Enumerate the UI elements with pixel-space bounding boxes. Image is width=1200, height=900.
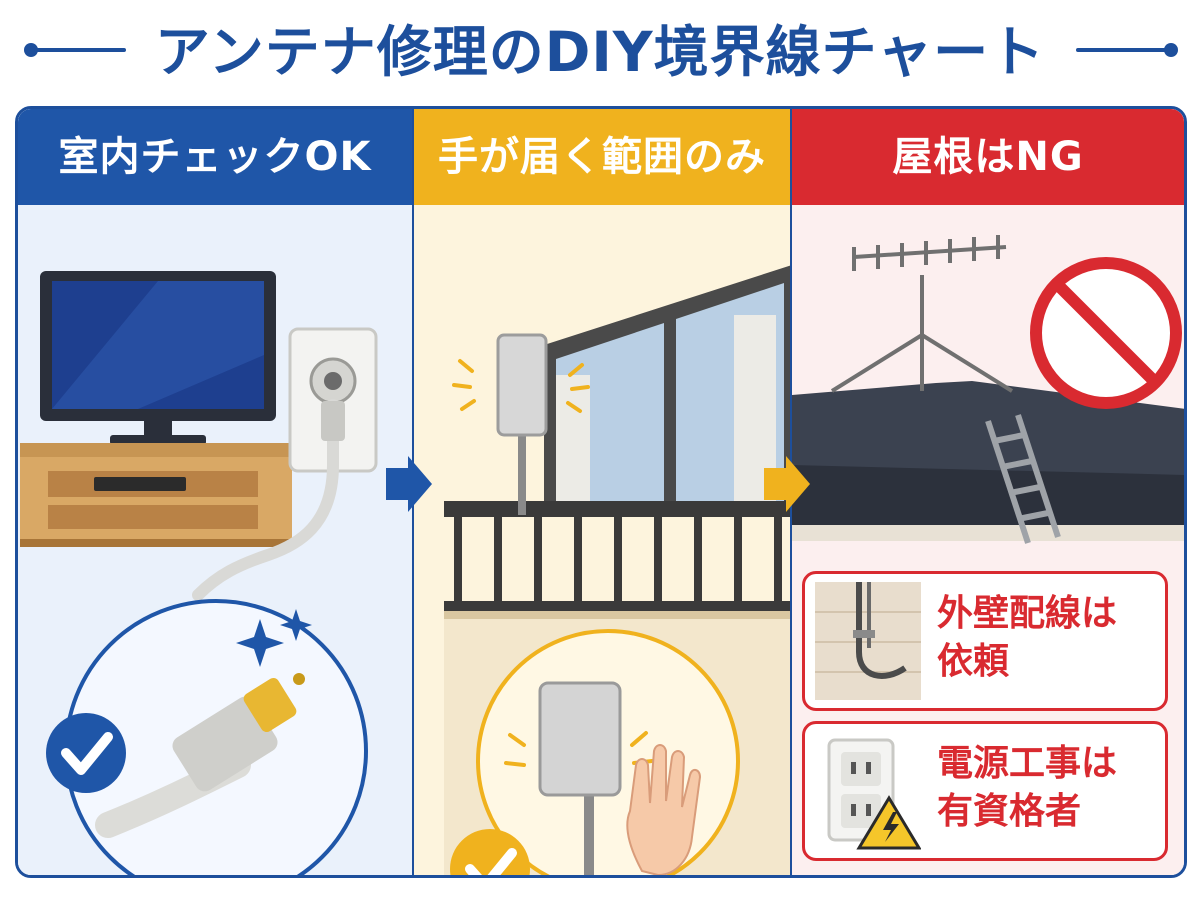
cable-connector-zoom [64,599,368,875]
flow-arrow-icon-1 [386,456,432,512]
chart-title: アンテナ修理のDIY境界線チャート [154,20,1046,84]
panel-indoor-check: 室内チェックOK [18,109,412,875]
indoor-illustration [20,271,378,875]
panel-reachable-heading: 手が届く範囲のみ [414,109,790,205]
tv-icon [40,271,276,445]
ng-item-wall-wiring-line-2: 依頼 [937,641,1010,682]
title-bar: アンテナ修理のDIY境界線チャート [0,0,1200,104]
ng-item-power-work: 電源工事は 有資格者 [802,721,1168,861]
title-decoration-dot-right [1164,43,1178,57]
ng-item-power-work-line-1: 電源工事は [937,743,1118,784]
ng-item-wall-wiring: 外壁配線は 依頼 [802,571,1168,711]
title-decoration-line-right [1076,48,1168,52]
ng-item-wall-wiring-text: 外壁配線は 依頼 [937,590,1163,686]
flat-antenna-icon [452,333,590,515]
power-outlet-warning-icon [827,738,921,850]
ng-item-wall-wiring-line-1: 外壁配線は [937,593,1118,634]
prohibited-icon [1030,257,1182,409]
yagi-antenna-icon [830,235,1014,393]
balcony-illustration [444,265,790,875]
panel-indoor-heading: 室内チェックOK [18,109,412,205]
balcony-railing-icon [444,501,790,611]
wall-wiring-icon [815,582,921,700]
ng-item-power-work-text: 電源工事は 有資格者 [937,740,1163,836]
panel-reachable-range: 手が届く範囲のみ [412,109,790,875]
ng-item-power-work-line-2: 有資格者 [937,791,1082,832]
panel-roof-heading: 屋根はNG [792,109,1184,205]
roof-icon [792,381,1184,541]
title-decoration-dot-left [24,43,38,57]
tv-stand-icon [20,443,292,547]
window-icon [544,265,790,505]
check-mark-icon [46,713,126,793]
antenna-reach-zoom [476,629,740,875]
ladder-icon [985,414,1061,544]
roof-illustration [792,235,1184,544]
flow-arrow-icon-2 [764,456,810,512]
check-mark-icon [450,829,530,875]
title-decoration-line-left [34,48,126,52]
